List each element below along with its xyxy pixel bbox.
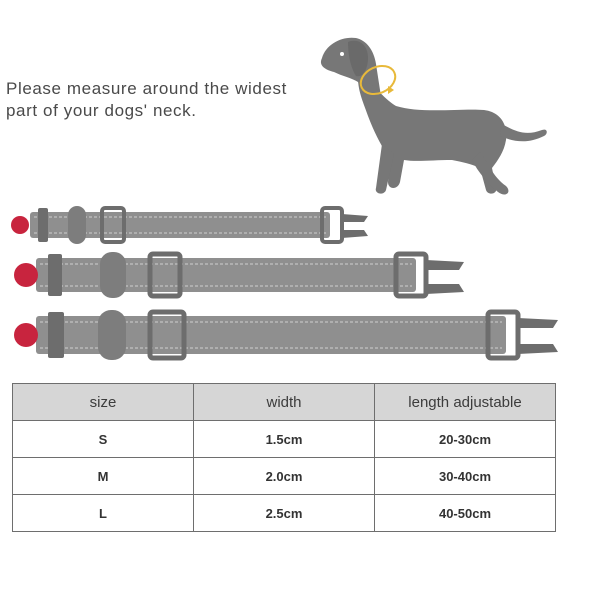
measuring-loop-icon: [359, 64, 397, 96]
collar-medium: [14, 251, 464, 299]
width-cell: 2.5cm: [193, 494, 375, 532]
collar-size-illustration: [11, 206, 558, 361]
table-header-row: size width length adjustable: [12, 383, 556, 421]
table-row: L 2.5cm 40-50cm: [12, 494, 556, 532]
width-cell: 1.5cm: [193, 420, 375, 458]
collar-small: [11, 206, 368, 244]
header-size: size: [12, 383, 194, 421]
header-width: width: [193, 383, 375, 421]
instruction-line-1: Please measure around the widest: [6, 79, 287, 98]
length-cell: 40-50cm: [374, 494, 556, 532]
length-cell: 30-40cm: [374, 457, 556, 495]
size-cell: L: [12, 494, 194, 532]
instruction-line-2: part of your dogs' neck.: [6, 101, 197, 120]
header-length-adjustable: length adjustable: [374, 383, 556, 421]
dog-silhouette-icon: [320, 37, 547, 195]
size-chart-table: size width length adjustable S 1.5cm 20-…: [12, 383, 556, 532]
table-row: M 2.0cm 30-40cm: [12, 457, 556, 495]
table-row: S 1.5cm 20-30cm: [12, 420, 556, 458]
size-cell: S: [12, 420, 194, 458]
length-cell: 20-30cm: [374, 420, 556, 458]
collar-large: [14, 309, 558, 361]
measure-instruction: Please measure around the widest part of…: [6, 78, 316, 122]
size-cell: M: [12, 457, 194, 495]
width-cell: 2.0cm: [193, 457, 375, 495]
